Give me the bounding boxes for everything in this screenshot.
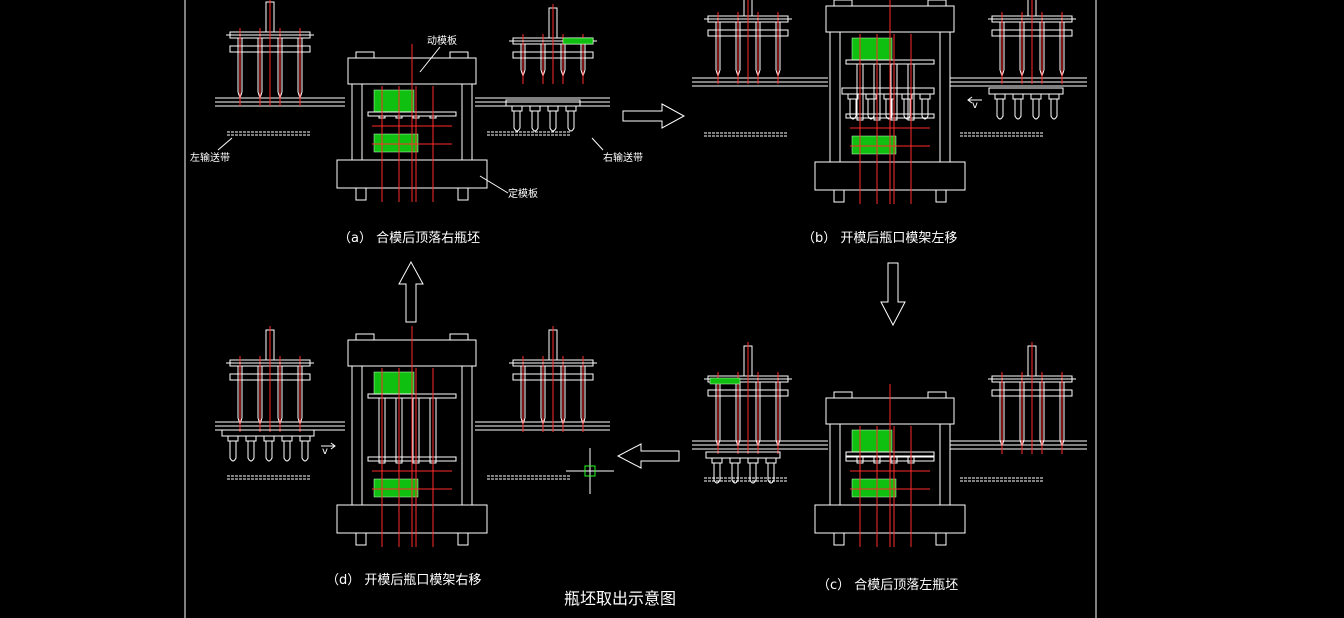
caption-b: （b） 开模后瓶口模架左移 [802,231,957,246]
label-left-conveyor: 左输送带 [190,151,230,164]
caption-a: （a） 合模后顶落右瓶坯 [338,231,480,246]
panel-b-right-conveyor [948,77,1087,137]
panel-d-left-ejector [226,326,314,432]
label-fixed-plate: 定模板 [508,187,538,200]
velocity-label-b: v [972,100,978,111]
panel-a-drawing [215,0,610,202]
panel-d-drawing [215,326,610,547]
panel-b-left-conveyor [692,77,828,137]
label-moving-plate: 动模板 [427,34,457,47]
panel-c-left-preforms [705,451,781,484]
flow-arrow-up [398,260,424,323]
flow-arrow-left [616,443,680,469]
velocity-label-d: v [322,446,328,457]
panel-a-right-conveyor [475,97,610,136]
panel-b-press [814,0,966,204]
panel-a-press [336,44,488,202]
cad-crosshair-cursor [566,448,614,494]
panel-a-left-ejector [226,0,314,106]
drawing-title: 瓶坯取出示意图 [564,589,676,608]
panel-c-drawing [692,342,1087,547]
machine-drawings [215,0,1087,547]
label-right-conveyor: 右输送带 [603,151,643,164]
flow-arrow-down [880,262,906,327]
caption-c: （c） 合模后顶落左瓶坯 [817,578,958,593]
panel-b-left-ejector [704,0,792,84]
panel-b-right-ejector [988,0,1076,84]
panel-d-left-preforms [221,429,315,462]
caption-d: （d） 开模后瓶口模架右移 [326,573,481,588]
panel-c-right-ejector [988,342,1076,454]
panel-c-right-conveyor [948,440,1087,482]
panel-b-right-preforms [988,87,1064,120]
panel-d-press [336,326,488,547]
panel-b-drawing [692,0,1087,204]
panel-c-press [814,384,966,547]
panel-b-center-preforms [841,87,935,120]
flow-arrow-right [622,103,686,129]
panel-c-left-ejector [704,342,792,454]
panel-d-right-ejector [509,326,597,432]
panel-a-right-preforms [505,99,581,132]
